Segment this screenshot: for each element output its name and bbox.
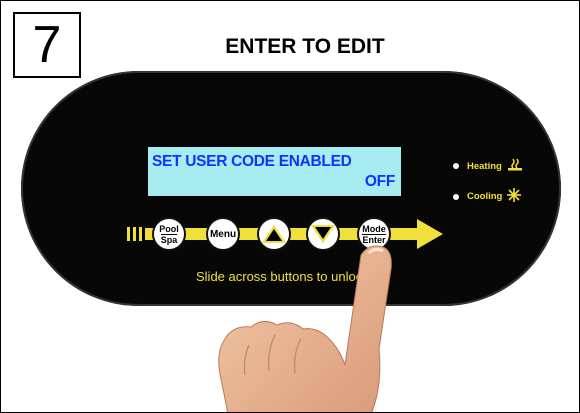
page-title: ENTER TO EDIT — [225, 35, 385, 58]
slide-arrow-head — [417, 219, 443, 249]
heating-icon — [507, 158, 523, 174]
menu-button[interactable]: Menu — [206, 217, 240, 251]
pointing-hand-illustration — [218, 245, 392, 412]
cooling-label: Cooling — [467, 191, 503, 202]
step-number-box: 7 — [13, 12, 81, 78]
mode-label: Mode — [362, 223, 386, 234]
pool-spa-button[interactable]: Pool Spa — [152, 217, 186, 251]
cooling-led — [453, 193, 459, 200]
lcd-line-1: SET USER CODE ENABLED — [152, 153, 352, 170]
step-number: 7 — [32, 16, 62, 74]
cooling-indicator: Cooling — [453, 188, 522, 205]
lcd-display: SET USER CODE ENABLED OFF — [148, 147, 401, 196]
heating-indicator: Heating — [453, 158, 523, 174]
pool-label: Pool — [159, 223, 179, 234]
down-button[interactable] — [306, 217, 340, 251]
slide-instruction: Slide across buttons to unlock — [196, 269, 369, 284]
menu-label: Menu — [209, 228, 237, 240]
snowflake-icon — [507, 188, 522, 205]
lcd-line-2: OFF — [364, 173, 395, 190]
slide-track-stripes — [127, 227, 145, 241]
down-arrow-icon — [311, 225, 335, 243]
up-button[interactable] — [257, 217, 291, 251]
enter-label: Enter — [362, 233, 386, 245]
spa-label: Spa — [160, 233, 178, 245]
up-arrow-icon — [262, 225, 286, 243]
heating-label: Heating — [467, 160, 502, 172]
heating-led — [453, 163, 459, 169]
